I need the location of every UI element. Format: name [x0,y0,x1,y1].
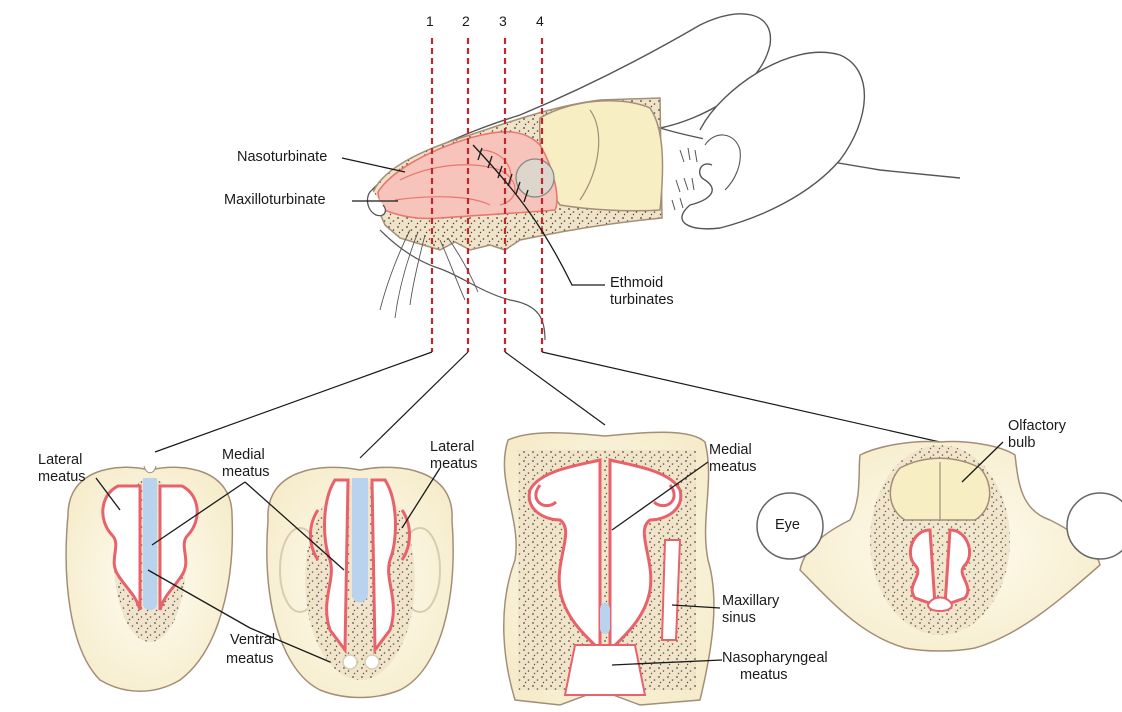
label-medial-meatus-b-line1: Medial [709,442,752,459]
label-medial-meatus-a-line2: meatus [222,464,270,481]
label-ethmoid-line2: turbinates [610,292,674,309]
cs3-airway [600,603,610,635]
label-medial-meatus-b-line2: meatus [709,459,757,476]
cs1-airway [143,478,157,610]
label-medial-meatus-a-line1: Medial [222,447,265,464]
cs2-ventral-circle-left [343,655,357,669]
cs3-maxillary-sinus [662,540,680,640]
label-ventral-meatus-line1: Ventral [230,632,275,649]
label-olfactory-bulb-line1: Olfactory [1008,418,1066,435]
label-olfactory-bulb-line2: bulb [1008,435,1035,452]
label-lateral-meatus-b-line2: meatus [430,456,478,473]
eye-side-view [516,159,554,197]
label-lateral-meatus-a-line2: meatus [38,469,86,486]
label-maxillary-sinus-line1: Maxillary [722,593,779,610]
fur-marks [672,148,697,210]
label-ethmoid-line1: Ethmoid [610,275,663,292]
cross-section-4 [757,442,1122,651]
leader-nasoturbinate [342,158,405,172]
cs4-nasopharynx [928,598,952,612]
section-number-4: 4 [536,13,544,29]
section-number-1: 1 [426,13,434,29]
label-nasopharyngeal-meatus-line2: meatus [740,667,788,684]
cs2-ventral-circle-right [365,655,379,669]
label-eye: Eye [775,517,800,534]
cross-section-3 [504,432,714,705]
cs3-nasopharyngeal-meatus [565,645,645,695]
label-lateral-meatus-b-line1: Lateral [430,439,474,456]
cross-section-1 [66,466,232,691]
label-maxillary-sinus-line2: sinus [722,610,756,627]
label-nasoturbinate: Nasoturbinate [237,149,327,166]
section-number-2: 2 [462,13,470,29]
cs2-airway [352,478,368,603]
brain [540,101,663,211]
cross-section-2 [267,467,453,697]
connector-1 [155,352,432,452]
section-number-3: 3 [499,13,507,29]
label-lateral-meatus-a-line1: Lateral [38,452,82,469]
label-ventral-meatus-line2: meatus [226,651,274,668]
label-nasopharyngeal-meatus-line1: Nasopharyngeal [722,650,828,667]
connector-4 [542,352,940,442]
label-maxilloturbinate: Maxilloturbinate [224,192,326,209]
